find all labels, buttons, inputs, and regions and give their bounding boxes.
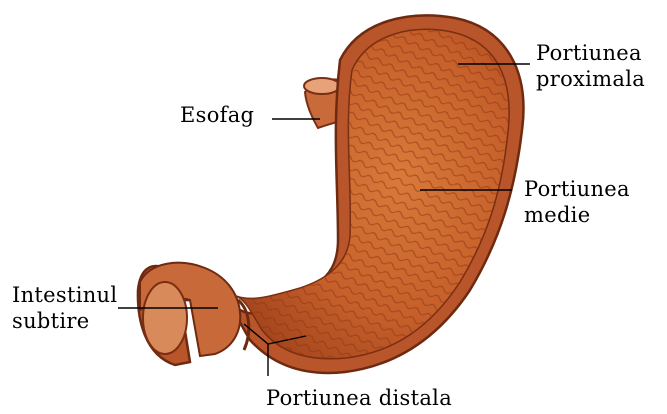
label-portiunea-medie-line2: medie <box>524 202 630 228</box>
esophagus-opening <box>304 78 340 94</box>
label-esofag-text: Esofag <box>180 102 254 128</box>
label-portiunea-proximala-line2: proximala <box>536 66 645 92</box>
label-portiunea-proximala: Portiunea proximala <box>536 40 645 92</box>
label-portiunea-medie-line1: Portiunea <box>524 176 630 202</box>
duodenum-lumen <box>143 282 187 354</box>
label-portiunea-distala: Portiunea distala <box>266 385 452 411</box>
label-intestinul-subtire-line1: Intestinul <box>12 282 117 308</box>
label-intestinul-subtire-line2: subtire <box>12 308 117 334</box>
stomach-rugae-texture <box>236 29 509 358</box>
label-portiunea-proximala-line1: Portiunea <box>536 40 645 66</box>
label-esofag: Esofag <box>180 102 254 128</box>
label-intestinul-subtire: Intestinul subtire <box>12 282 117 334</box>
label-portiunea-medie: Portiunea medie <box>524 176 630 228</box>
label-portiunea-distala-text: Portiunea distala <box>266 385 452 411</box>
